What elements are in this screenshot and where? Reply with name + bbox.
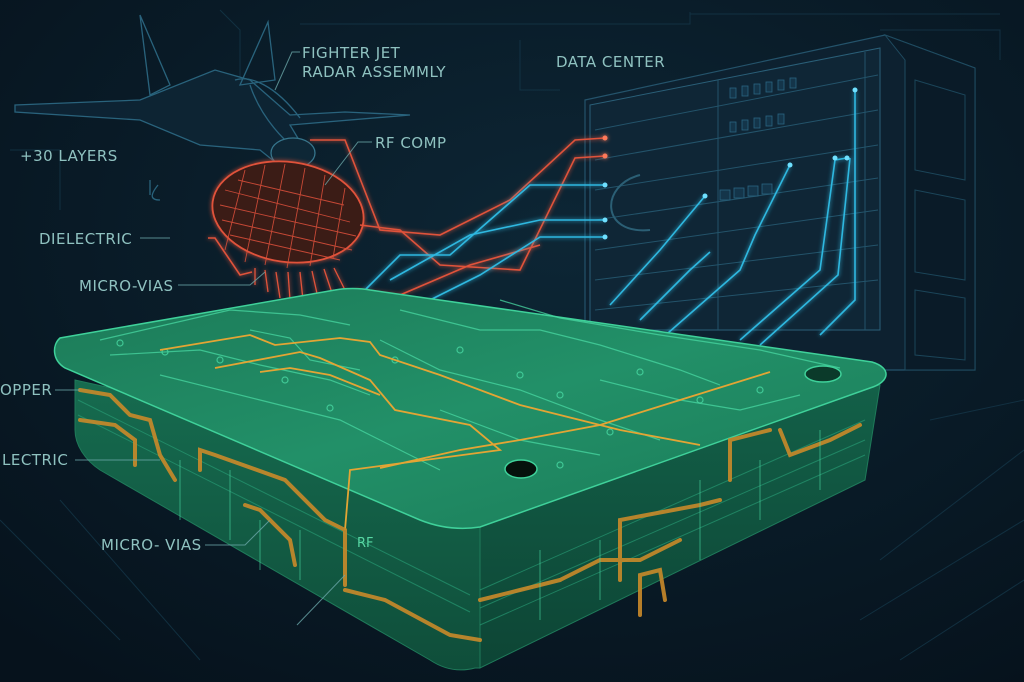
label-data-center: DATA CENTER (556, 53, 666, 71)
label-dielectric-side: LECTRIC (2, 451, 69, 469)
fighter-jet-icon (14, 14, 411, 201)
label-copper: OPPER (0, 381, 53, 399)
rf-board-label: RF (357, 536, 374, 551)
radar-array-icon (208, 135, 608, 301)
data-link-nodes (602, 87, 858, 240)
leader-lines (55, 51, 372, 626)
label-fighter-jet-line1: FIGHTER JET (302, 44, 401, 62)
label-rf-comp: RF COMP (375, 134, 447, 152)
server-rack-icon (584, 33, 976, 371)
label-fighter-jet: FIGHTER JET RADAR ASSEMMLY (302, 44, 446, 82)
label-micro-vias-side: MICRO- VIAS (101, 536, 202, 554)
blueprint-grid (0, 9, 1024, 661)
label-dielectric-top: DIELECTRIC (39, 230, 133, 248)
label-micro-vias-top: MICRO-VIAS (79, 277, 174, 295)
mount-hole (804, 365, 842, 383)
label-layers: +30 LAYERS (20, 147, 118, 165)
label-fighter-jet-line2: RADAR ASSEMMLY (302, 63, 447, 81)
pcb-board-icon: RF (53, 287, 887, 671)
mount-hole (504, 459, 538, 479)
data-link-traces (361, 90, 856, 346)
